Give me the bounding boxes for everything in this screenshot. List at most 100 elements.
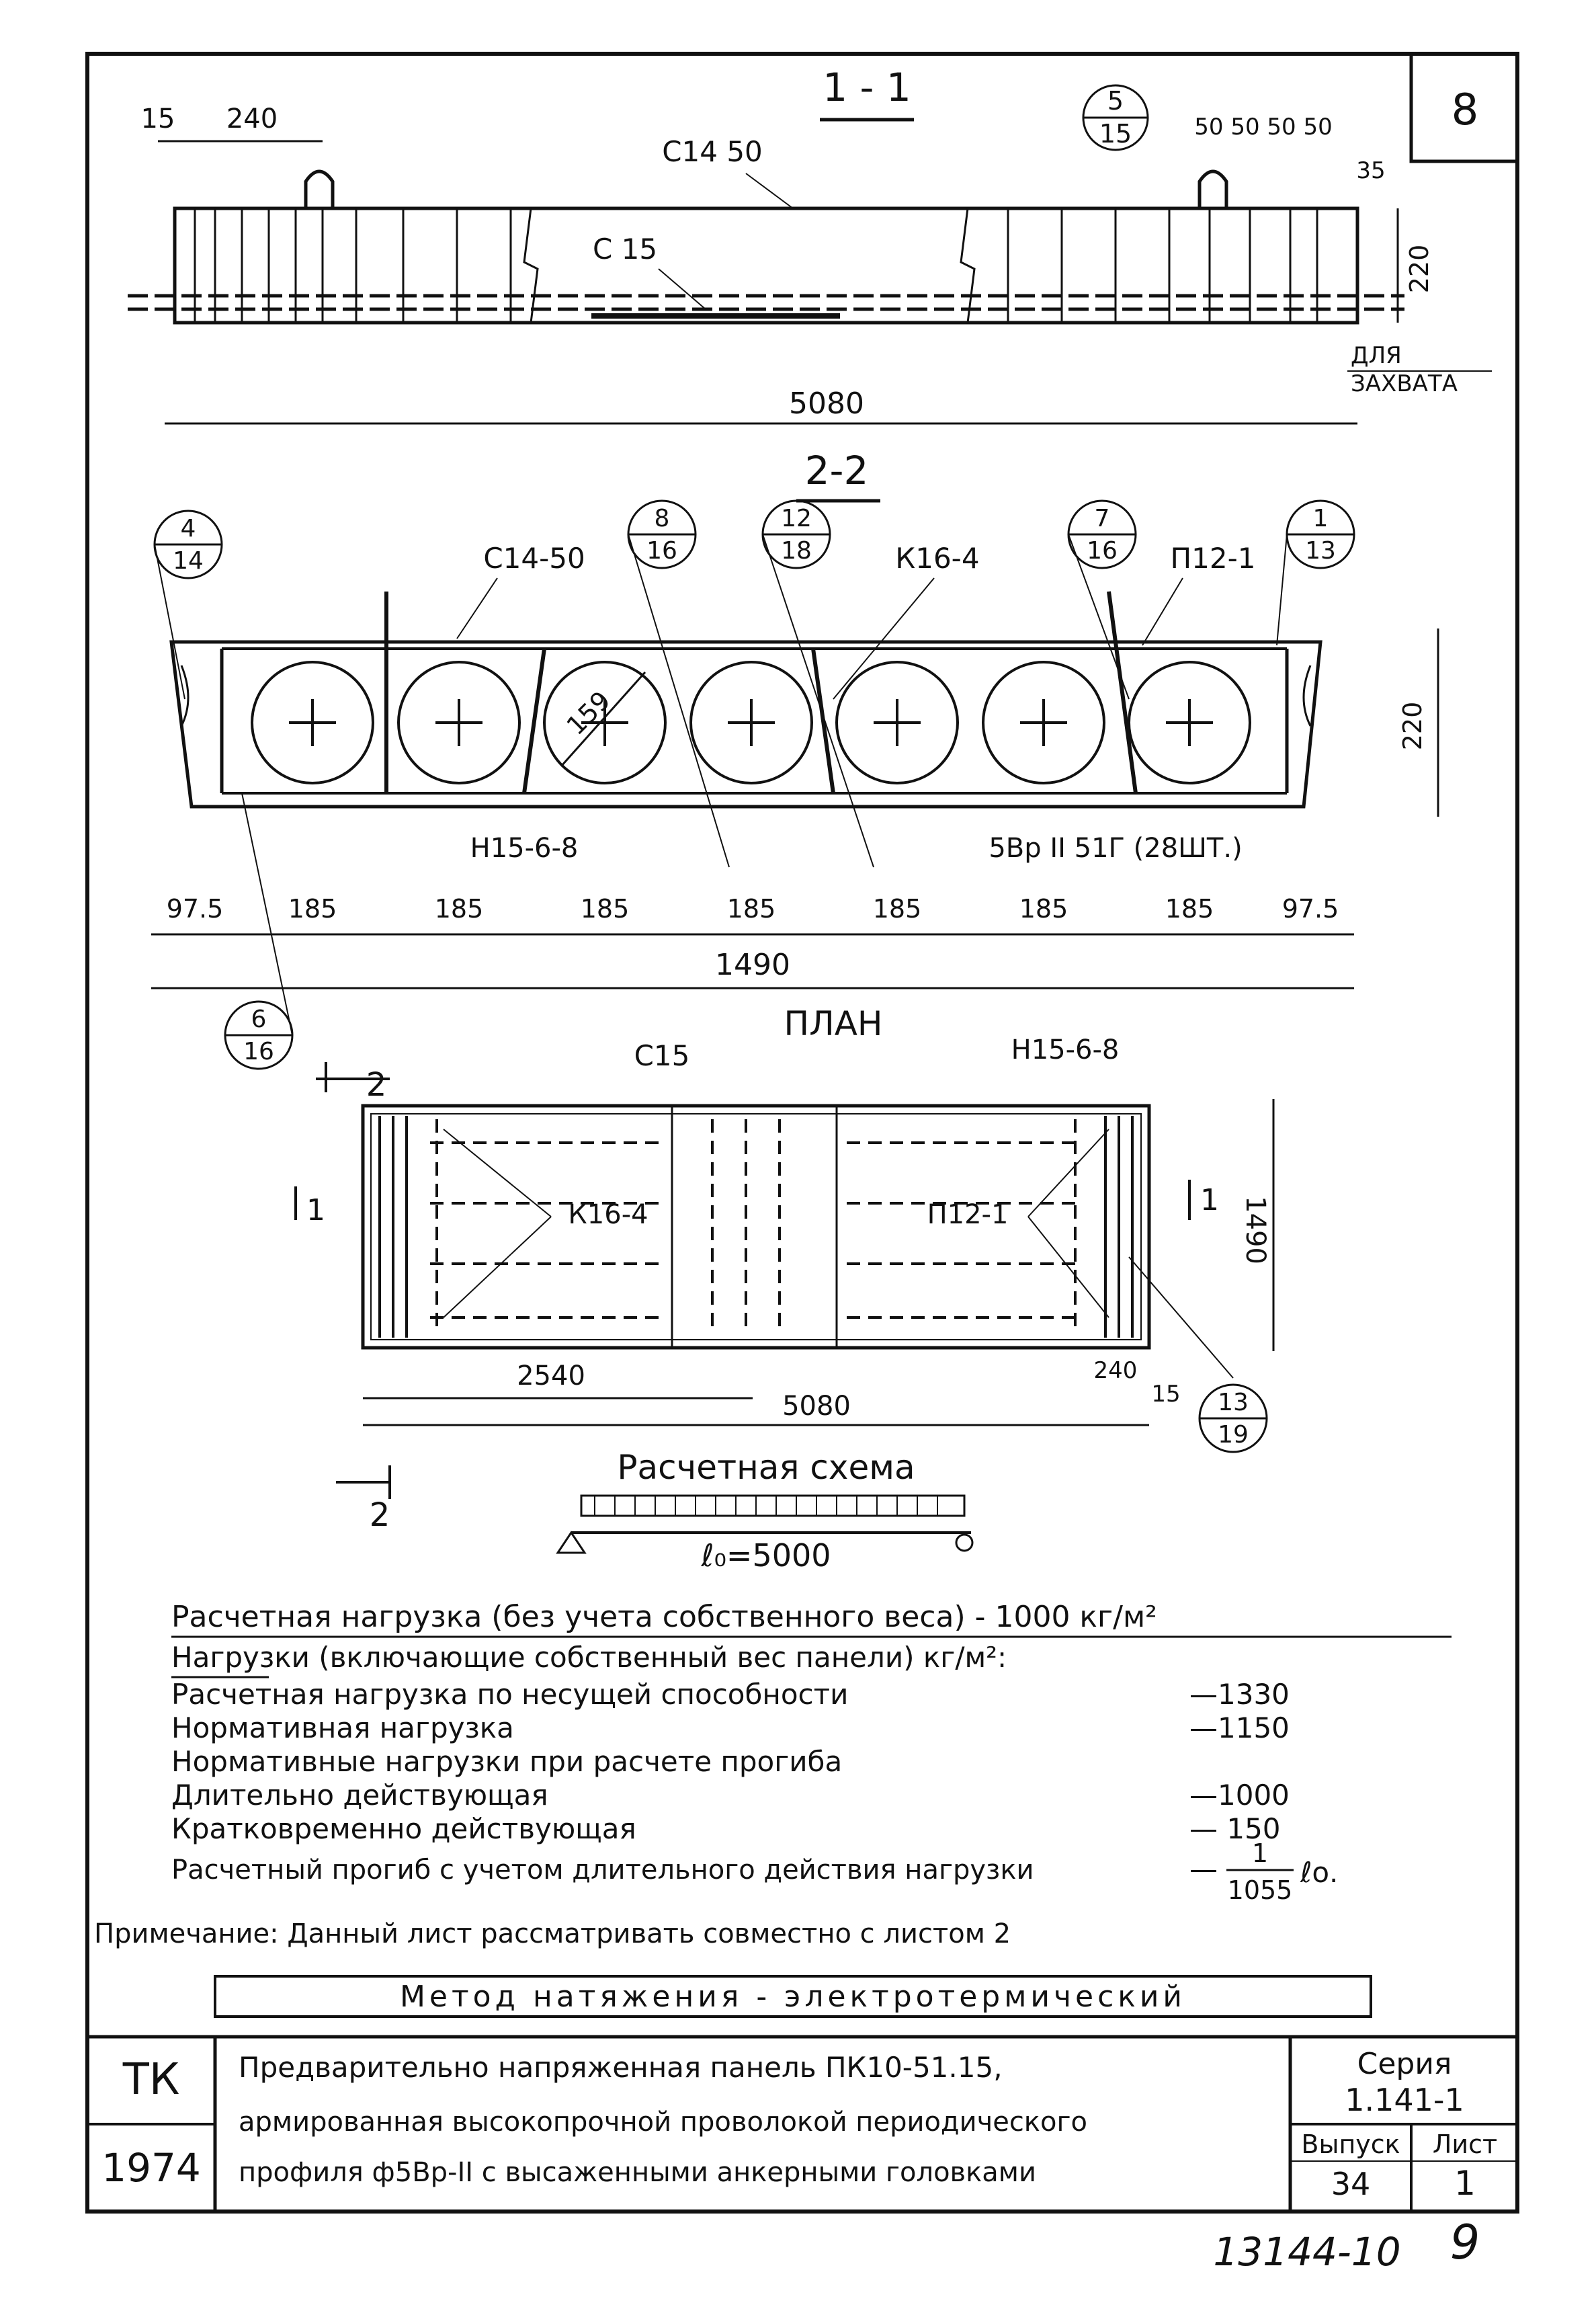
support-left <box>556 1531 587 1554</box>
plan-end-bars <box>378 1116 1134 1338</box>
label-c14-50: С14-50 <box>483 542 585 575</box>
plan-p12-1: П12-1 <box>927 1199 1009 1230</box>
callout-c14-50: С14 50 <box>662 135 763 168</box>
diameter-line <box>560 672 646 767</box>
section-1-1-title: 1 - 1 <box>823 65 911 110</box>
ref-circle-1-13: 1 13 <box>1286 499 1355 569</box>
ref-circle-12-18: 12 18 <box>761 499 831 569</box>
svg-text:2: 2 <box>370 1496 390 1534</box>
label-p12-1: П12-1 <box>1171 542 1256 575</box>
scheme-span: ℓ₀=5000 <box>700 1537 831 1574</box>
scheme-load-hatch <box>594 1496 938 1516</box>
section-mark-2-bottom: 2 <box>336 1465 391 1534</box>
end-shape-left <box>180 665 190 727</box>
dim-220-1: 220 <box>1404 245 1434 294</box>
note: Примечание: Данный лист рассматривать со… <box>94 1918 1011 1949</box>
callout-c15: С 15 <box>593 233 657 266</box>
plan-view: ПЛАН С15 Н15-6-8 К16-4 П12-1 1490 <box>294 1004 1275 1534</box>
svg-text:19: 19 <box>1218 1421 1249 1449</box>
section-mark-1-right: 1 <box>1188 1180 1219 1220</box>
svg-text:2: 2 <box>366 1066 387 1104</box>
svg-text:185: 185 <box>288 894 337 924</box>
sheet-corner-number: 8 <box>1452 85 1479 135</box>
deflection-label: Расчетный прогиб с учетом длительного де… <box>171 1855 1034 1886</box>
svg-text:13: 13 <box>1218 1389 1249 1416</box>
scheme-title: Расчетная схема <box>617 1448 915 1487</box>
dim-240: 240 <box>226 104 278 134</box>
section-mark-1-left: 1 <box>294 1186 325 1227</box>
svg-text:6: 6 <box>251 1006 267 1033</box>
plan-dashes <box>430 1119 1082 1334</box>
plan-c15: С15 <box>634 1039 690 1072</box>
svg-text:18: 18 <box>781 537 812 565</box>
break-mark-left <box>523 208 539 323</box>
plan-dim-5080: 5080 <box>782 1391 851 1422</box>
svg-text:12: 12 <box>781 505 812 532</box>
svg-text:14: 14 <box>173 547 204 575</box>
section-1-1: 1 - 1 15 240 С14 50 5 15 50 50 50 50 35 <box>128 65 1492 425</box>
ref-15: 15 <box>1099 119 1132 149</box>
note-dlya: ДЛЯ <box>1351 342 1402 369</box>
label-k16-4: К16-4 <box>895 542 979 575</box>
ref-circle-13-19: 13 19 <box>1198 1383 1268 1453</box>
svg-text:4: 4 <box>181 515 196 542</box>
plan-dim-1490: 1490 <box>1240 1196 1271 1264</box>
org-code: ТК <box>122 2055 180 2105</box>
section-2-2: 2-2 4 14 8 16 12 18 7 16 1 13 С14-50 <box>151 448 1439 1070</box>
svg-text:185: 185 <box>581 894 630 924</box>
svg-text:13: 13 <box>1305 537 1336 565</box>
support-right <box>955 1533 974 1552</box>
label-n15-6-8: Н15-6-8 <box>470 833 579 864</box>
scheme-load <box>580 1494 966 1517</box>
issue-label: Выпуск <box>1301 2130 1400 2159</box>
method-text: Метод натяжения - электротермический <box>400 1980 1186 2014</box>
svg-text:97.5: 97.5 <box>167 894 224 924</box>
ref-circle-6-16: 6 16 <box>224 1000 294 1070</box>
break-mark-right <box>960 208 976 323</box>
svg-text:16: 16 <box>646 537 677 565</box>
dim-35: 35 <box>1356 157 1385 184</box>
deflection-suffix: ℓо. <box>1300 1856 1338 1889</box>
method-box <box>214 1975 1372 2018</box>
svg-text:1: 1 <box>1200 1183 1219 1217</box>
issue-value: 34 <box>1331 2166 1371 2202</box>
svg-text:8: 8 <box>655 505 670 532</box>
loads-line1: Расчетная нагрузка (без учета собственно… <box>171 1600 1157 1634</box>
ref-circle-8-16: 8 16 <box>627 499 697 569</box>
sheet-frame <box>85 52 1519 2214</box>
stirrups-right <box>1007 208 1318 323</box>
load-row-0-value: —1330 <box>1189 1678 1290 1711</box>
leader-c14 <box>745 173 794 209</box>
svg-text:185: 185 <box>1165 894 1214 924</box>
svg-text:16: 16 <box>243 1038 274 1065</box>
load-row-1-value: —1150 <box>1189 1711 1290 1744</box>
load-row-3-label: Длительно действующая <box>171 1779 548 1812</box>
sheet-label: Лист <box>1433 2130 1497 2159</box>
sheet-value: 1 <box>1454 2164 1476 2203</box>
load-row-4-value: — 150 <box>1189 1812 1281 1845</box>
plan-k16-4: К16-4 <box>568 1199 648 1230</box>
year: 1974 <box>101 2145 201 2191</box>
svg-text:97.5: 97.5 <box>1282 894 1339 924</box>
load-row-2-label: Нормативные нагрузки при расчете прогиба <box>171 1745 842 1778</box>
dims-bottom: 97.5 185 185 185 185 185 185 185 97.5 <box>167 894 1339 924</box>
plan-leaders <box>443 1129 1234 1379</box>
title-line-2: армированная высокопрочной проволокой пе… <box>239 2107 1087 2138</box>
note-zakhvata: ЗАХВАТА <box>1351 370 1458 397</box>
lifting-loop-left <box>304 169 335 208</box>
deflection-den: 1055 <box>1228 1875 1293 1905</box>
title-block: ТК 1974 Предварительно напряженная панел… <box>87 2035 1517 2212</box>
voids <box>251 661 1251 784</box>
dim-total-1490: 1490 <box>715 948 790 982</box>
load-row-3-value: —1000 <box>1189 1779 1290 1812</box>
ref-circle-7-16: 7 16 <box>1067 499 1137 569</box>
section-mark-2-top: 2 <box>316 1062 390 1104</box>
label-rebar: 5Вр II 51Г (28ШТ.) <box>989 833 1242 864</box>
ref-circle-4-14: 4 14 <box>153 510 223 579</box>
title-line-1: Предварительно напряженная панель ПК10-5… <box>239 2051 1003 2084</box>
dim-15: 15 <box>141 104 175 134</box>
svg-text:7: 7 <box>1095 505 1110 532</box>
diameter-159: 159 <box>561 686 616 741</box>
svg-text:16: 16 <box>1087 537 1118 565</box>
